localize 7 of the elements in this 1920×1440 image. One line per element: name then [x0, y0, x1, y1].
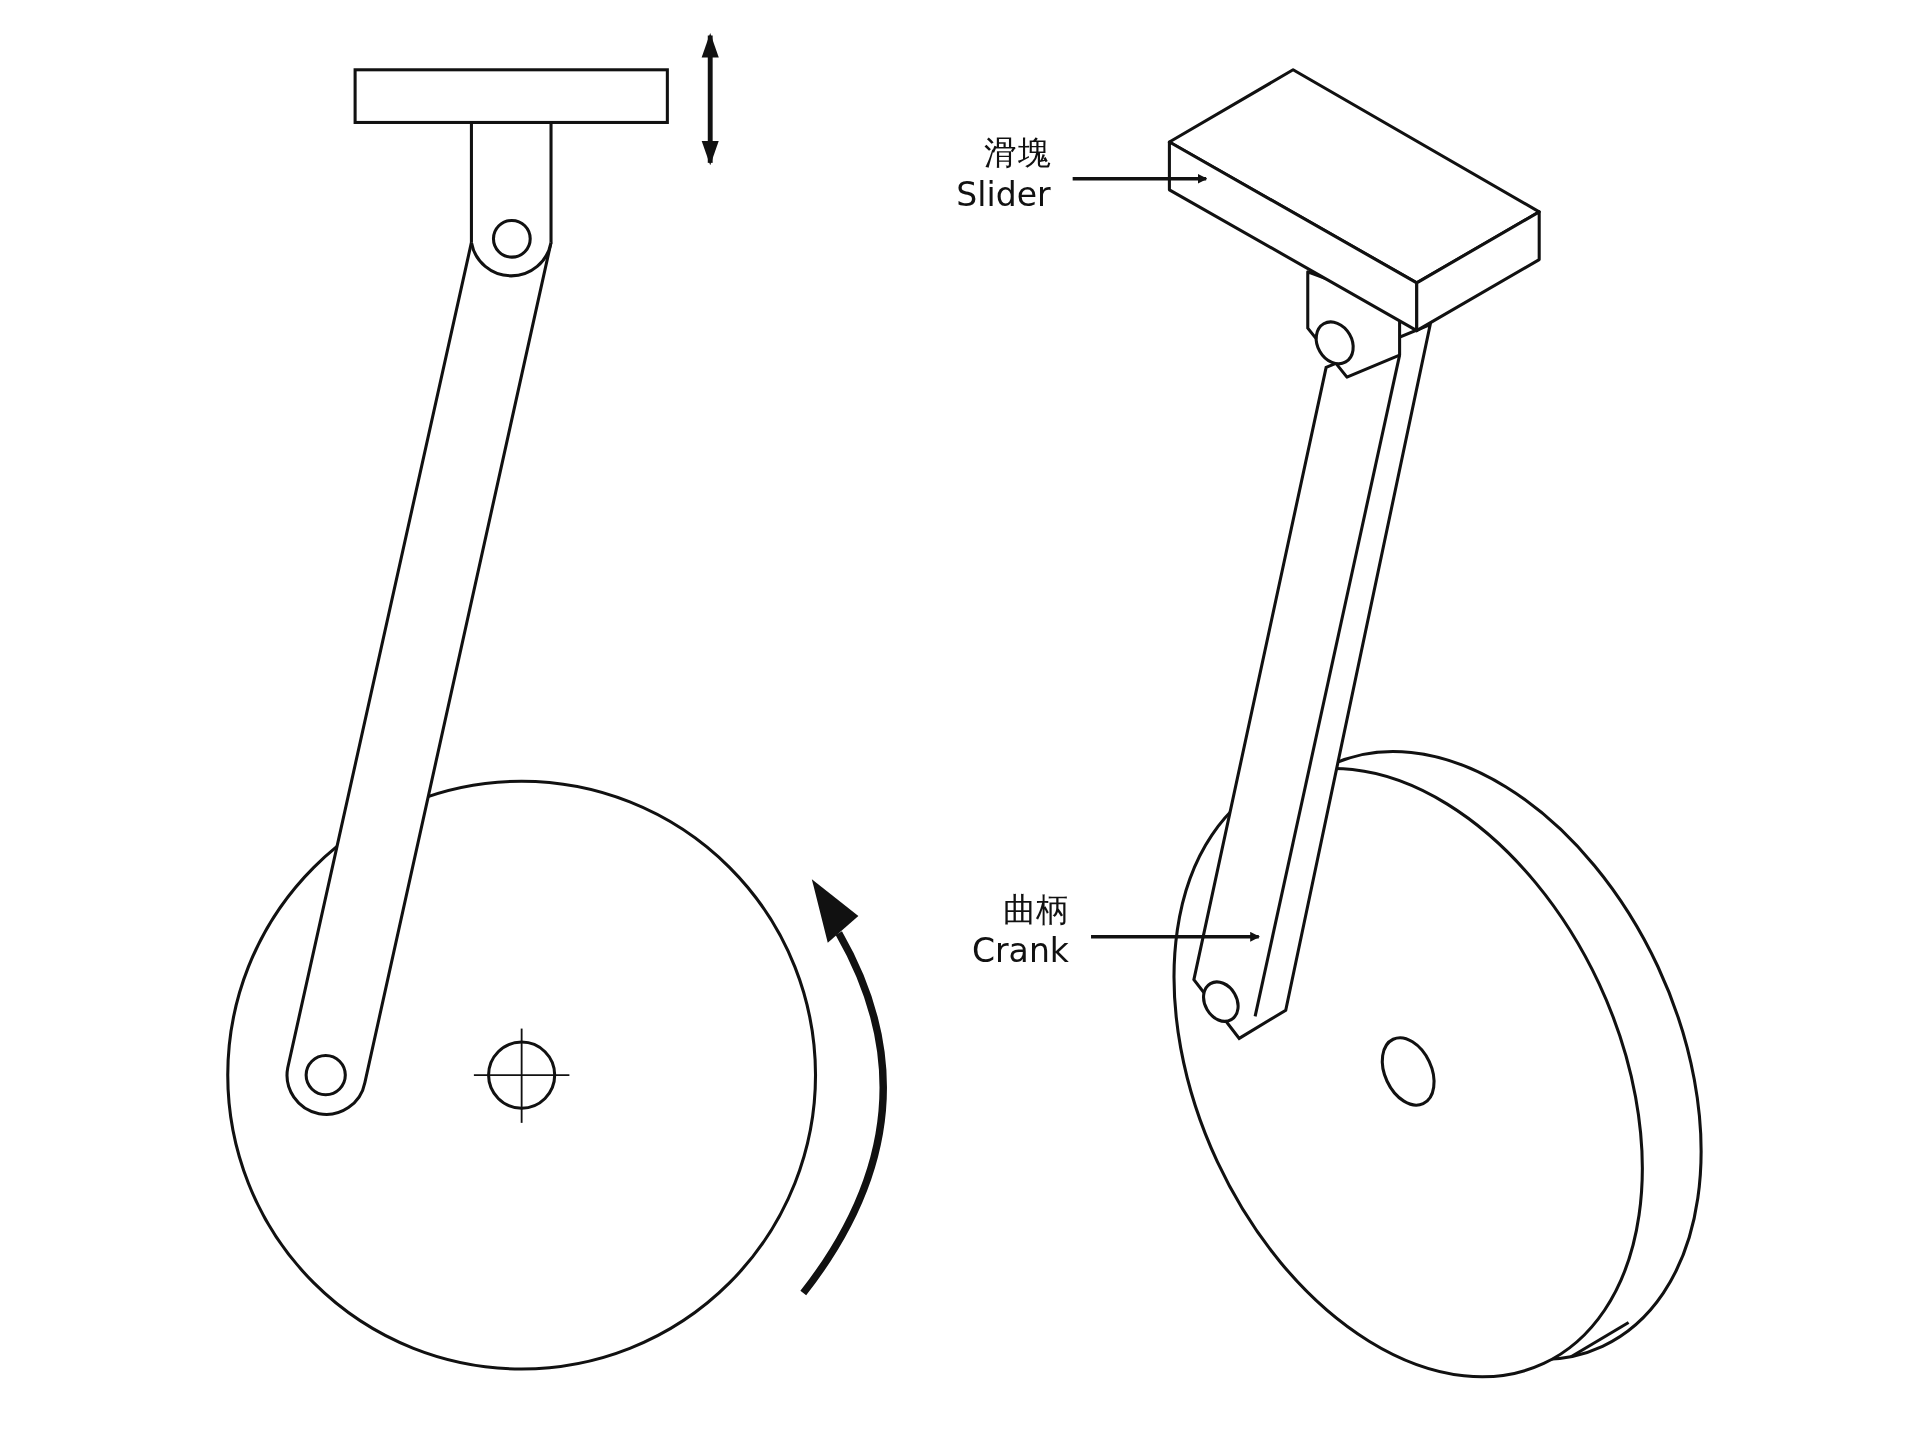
english-label: Crank	[971, 930, 1069, 972]
chinese-label: 滑塊	[983, 132, 1051, 174]
english-label: Slider	[956, 174, 1051, 216]
leader-arrow	[1072, 173, 1208, 184]
chinese-label: 曲柄	[1001, 889, 1069, 931]
leader-arrow	[1091, 931, 1260, 942]
slider-block	[1167, 68, 1541, 379]
